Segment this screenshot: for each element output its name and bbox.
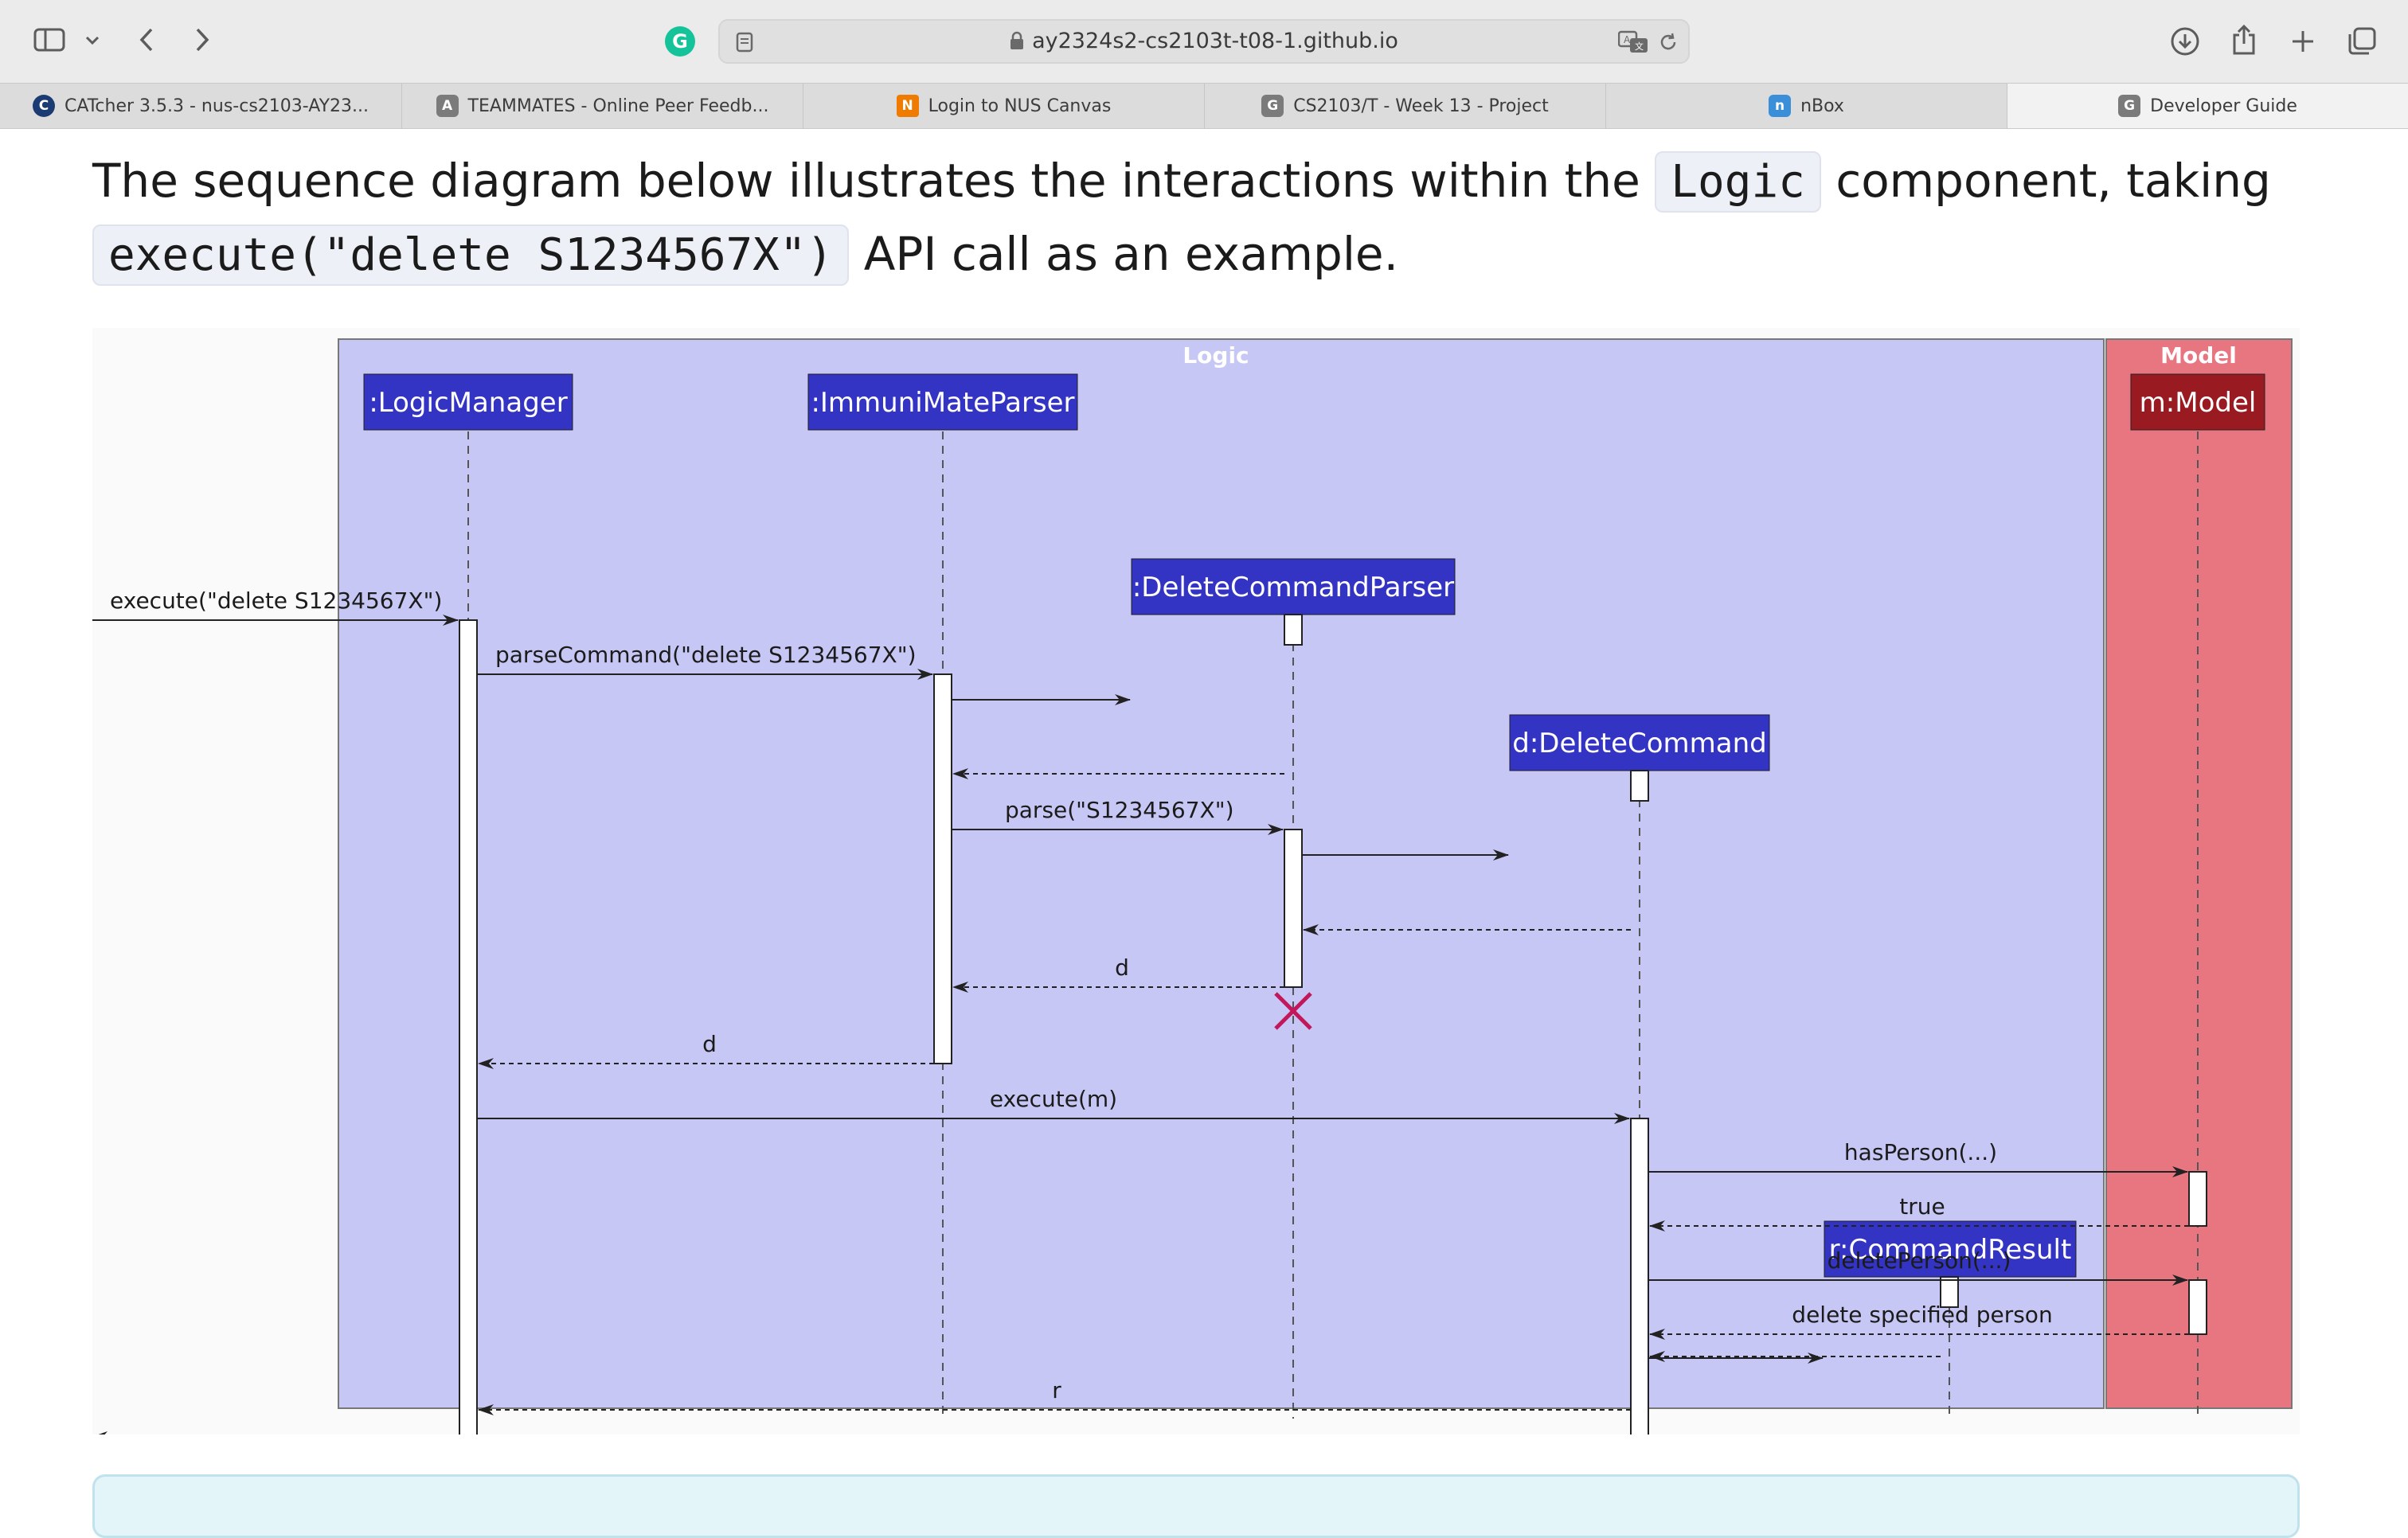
tab-label: CATcher 3.5.3 - nus-cs2103-AY23...	[64, 96, 369, 116]
tab-developer-guide[interactable]: G Developer Guide	[2007, 84, 2408, 128]
msg-return-true-label: true	[1899, 1193, 1945, 1220]
activation-delete-parser-parse	[1284, 829, 1303, 988]
logic-box	[338, 338, 2105, 1409]
tab-label: nBox	[1800, 96, 1844, 116]
code-logic: Logic	[1655, 151, 1821, 213]
plus-icon	[2293, 31, 2313, 52]
lock-icon	[1010, 31, 1024, 49]
chevron-right-icon	[196, 28, 209, 52]
page-content: The sequence diagram below illustrates t…	[0, 129, 2408, 1538]
msg-execute-m-label: execute(m)	[990, 1086, 1117, 1112]
participant-logic-manager: :LogicManager	[363, 373, 573, 431]
msg-return-d1-label: d	[1115, 954, 1129, 981]
sidebar-icon	[33, 28, 65, 52]
activation-model-delete	[2188, 1279, 2207, 1335]
new-tab-button[interactable]	[2285, 24, 2320, 59]
activation-delete-command-execute	[1630, 1118, 1649, 1435]
sequence-diagram: Logic Model :LogicManager :ImmuniMatePar…	[92, 328, 2300, 1435]
share-button[interactable]	[2226, 21, 2261, 59]
code-execute-call: execute("delete S1234567X")	[92, 224, 850, 286]
info-callout-box	[92, 1474, 2300, 1538]
tab-teammates[interactable]: A TEAMMATES - Online Peer Feedb...	[402, 84, 803, 128]
msg-return-delete-label: delete specified person	[1792, 1302, 2052, 1328]
participant-parser: :ImmuniMateParser	[807, 373, 1078, 431]
chevron-down-icon	[85, 36, 100, 45]
msg-execute-label: execute("delete S1234567X")	[110, 587, 442, 614]
activation-logic-manager-main	[459, 619, 478, 1435]
activation-parser	[933, 673, 952, 1064]
intro-paragraph: The sequence diagram below illustrates t…	[92, 145, 2306, 291]
nbox-icon: n	[1769, 95, 1792, 117]
tab-label: TEAMMATES - Online Peer Feedb...	[467, 96, 769, 116]
tab-label: Developer Guide	[2150, 96, 2297, 116]
download-icon	[2171, 27, 2199, 56]
tab-label: Login to NUS Canvas	[928, 96, 1112, 116]
g-icon: G	[1261, 95, 1284, 117]
msg-parse-command-label: parseCommand("delete S1234567X")	[495, 642, 917, 668]
tab-label: CS2103/T - Week 13 - Project	[1293, 96, 1549, 116]
participant-command-result: r:CommandResult	[1824, 1220, 2077, 1278]
tab-catcher[interactable]: C CATcher 3.5.3 - nus-cs2103-AY23...	[0, 84, 402, 128]
chevron-left-icon	[139, 28, 153, 52]
tab-nbox[interactable]: n nBox	[1606, 84, 2007, 128]
tab-overview-button[interactable]	[2344, 24, 2379, 59]
teammates-icon: A	[436, 95, 459, 117]
tab-overview-icon	[2348, 27, 2376, 55]
url-text: ay2324s2-cs2103t-t08-1.github.io	[1032, 29, 1398, 53]
activation-model-has	[2188, 1171, 2207, 1227]
grammarly-extension-button[interactable]: G	[664, 25, 696, 57]
downloads-button[interactable]	[2168, 24, 2203, 59]
tab-bar: C CATcher 3.5.3 - nus-cs2103-AY23... A T…	[0, 83, 2408, 129]
model-box	[2105, 338, 2293, 1409]
msg-return-d2-label: d	[702, 1031, 717, 1057]
participant-delete-command: d:DeleteCommand	[1509, 714, 1770, 771]
svg-text:文: 文	[1635, 41, 1644, 52]
destroy-marker-icon	[1274, 992, 1312, 1030]
back-button[interactable]	[131, 22, 162, 57]
intro-text-1: The sequence diagram below illustrates t…	[92, 154, 1640, 208]
g-icon: G	[2118, 95, 2141, 117]
msg-parse-label: parse("S1234567X")	[1005, 797, 1234, 823]
participant-delete-parser: :DeleteCommandParser	[1131, 558, 1456, 615]
tab-cs2103[interactable]: G CS2103/T - Week 13 - Project	[1205, 84, 1606, 128]
tab-nus-canvas[interactable]: N Login to NUS Canvas	[803, 84, 1205, 128]
intro-text-3: API call as an example.	[863, 227, 1399, 281]
participant-label: m:Model	[2140, 387, 2257, 419]
nus-icon: N	[896, 95, 919, 117]
participant-label: d:DeleteCommand	[1512, 728, 1767, 759]
participant-label: :DeleteCommandParser	[1132, 572, 1454, 603]
msg-has-person-label: hasPerson(...)	[1844, 1139, 1997, 1165]
participant-model: m:Model	[2130, 373, 2265, 431]
participant-label: r:CommandResult	[1829, 1234, 2072, 1266]
share-icon	[2233, 24, 2255, 55]
catcher-icon: C	[33, 95, 56, 117]
grammarly-icon: G	[665, 26, 695, 57]
url-text-row: ay2324s2-cs2103t-t08-1.github.io	[720, 21, 1688, 62]
msg-return-r-label: r	[1052, 1377, 1061, 1403]
forward-button[interactable]	[186, 22, 218, 57]
sidebar-toggle-button[interactable]	[30, 24, 68, 56]
msg-delete-person-label: deletePerson(...)	[1828, 1247, 2011, 1274]
logic-box-label: Logic	[1182, 342, 1249, 369]
sidebar-menu-chevron-button[interactable]	[81, 29, 104, 53]
model-box-label: Model	[2160, 342, 2237, 369]
svg-text:A: A	[1624, 34, 1631, 45]
participant-label: :ImmuniMateParser	[811, 387, 1074, 419]
activation-command-result	[1940, 1276, 1959, 1308]
page-icon	[736, 32, 753, 53]
activation-delete-parser-create	[1284, 614, 1303, 646]
participant-label: :LogicManager	[369, 387, 567, 419]
translate-icon[interactable]: A文	[1618, 30, 1648, 54]
activation-delete-command-create	[1630, 770, 1649, 802]
reload-icon[interactable]	[1658, 32, 1679, 53]
intro-text-2: component, taking	[1835, 154, 2271, 208]
